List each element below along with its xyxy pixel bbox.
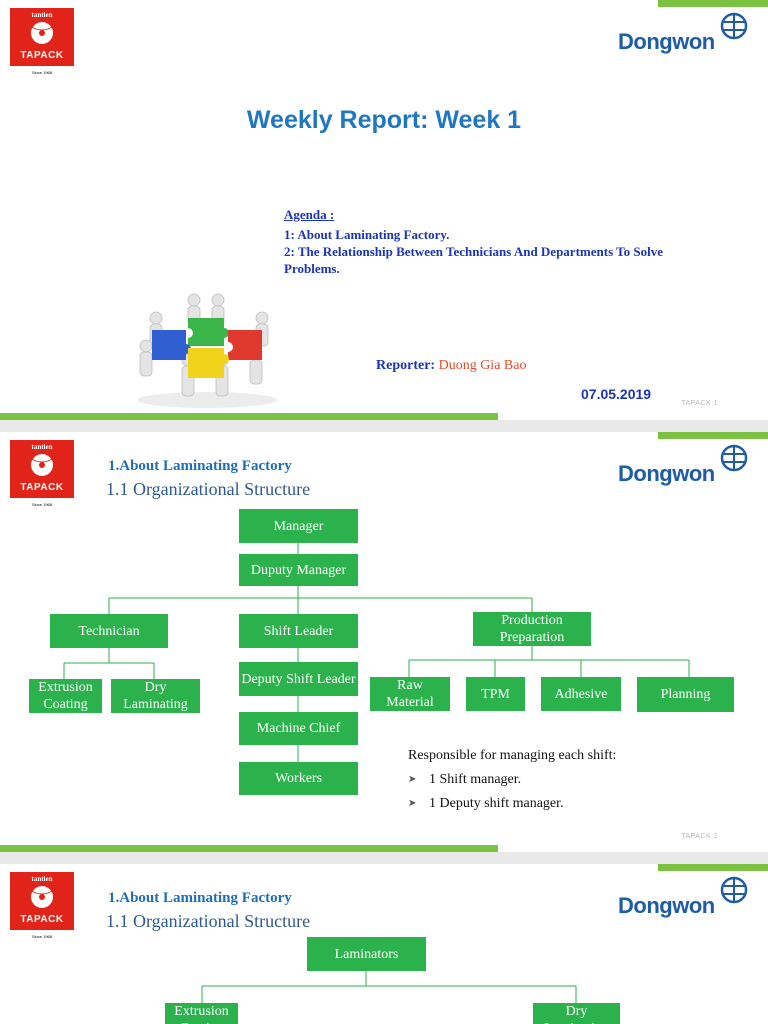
- tapack-logo-since: Since 1968: [31, 70, 52, 75]
- org-chart-connectors: [201, 971, 577, 1003]
- tapack-logo-name: TAPACK: [20, 482, 64, 493]
- org-box-planning: Planning: [637, 677, 734, 712]
- org-box-extrusion-coating: Extrusion Coating: [165, 1003, 238, 1024]
- dongwon-logo-text: Dongwon: [618, 461, 715, 486]
- accent-bar: [658, 432, 768, 439]
- org-box-deputy-shift-leader: Deputy Shift Leader: [239, 662, 358, 696]
- dongwon-logo-text: Dongwon: [618, 893, 715, 918]
- accent-bar: [0, 413, 498, 420]
- list-item: ➤ 1 Shift manager.: [408, 768, 616, 792]
- arrow-bullet-icon: ➤: [408, 774, 417, 785]
- section-title: 1.About Laminating Factory: [108, 458, 292, 474]
- tapack-logo-tagline: tantien: [31, 875, 53, 883]
- section-subtitle: 1.1 Organizational Structure: [106, 479, 311, 499]
- agenda-item: 2: The Relationship Between Technicians …: [284, 244, 663, 276]
- puzzle-people-illustration: [137, 293, 277, 408]
- org-box-dry-laminating: Dry Laminating: [111, 679, 200, 713]
- org-box-extrusion-coating: Extrusion Coating: [29, 679, 102, 713]
- org-chart-connectors: [63, 543, 690, 762]
- tapack-logo-tagline: tantien: [31, 11, 53, 19]
- reporter-label: Reporter:: [376, 358, 436, 373]
- tapack-logo: tantien TAPACK Since 1968: [10, 872, 74, 939]
- slide-separator: [0, 852, 768, 864]
- agenda-heading: Agenda :: [284, 207, 335, 222]
- org-box-deputy-manager: Duputy Manager: [239, 554, 358, 586]
- org-box-tpm: TPM: [466, 677, 525, 711]
- shift-note: Responsible for managing each shift: ➤ 1…: [408, 744, 616, 816]
- globe-icon: [720, 444, 748, 472]
- agenda-item: 1: About Laminating Factory.: [284, 227, 450, 242]
- slide-3: tantien TAPACK Since 1968 Dongwon 1.Abou…: [0, 864, 768, 1024]
- list-item: ➤ 1 Deputy shift manager.: [408, 792, 616, 816]
- dongwon-logo: Dongwon: [618, 444, 748, 488]
- list-item-text: 1 Deputy shift manager.: [429, 796, 564, 811]
- section-title: 1.About Laminating Factory: [108, 890, 292, 906]
- slide-number: TAPACK 2: [681, 833, 718, 840]
- tapack-logo-since: Since 1968: [31, 934, 52, 939]
- reporter-name: Duong Gia Bao: [438, 358, 527, 373]
- tapack-logo: tantien TAPACK Since 1968: [10, 8, 74, 75]
- org-box-manager: Manager: [239, 509, 358, 543]
- globe-icon: [720, 12, 748, 40]
- org-box-production-preparation: Production Preparation: [473, 612, 591, 646]
- tapack-logo-since: Since 1968: [31, 502, 52, 507]
- org-box-shift-leader: Shift Leader: [239, 614, 358, 648]
- accent-bar: [0, 845, 498, 852]
- org-box-adhesive: Adhesive: [541, 677, 621, 711]
- slide-separator: [0, 420, 768, 432]
- accent-bar: [658, 864, 768, 871]
- disc-icon: [31, 22, 53, 44]
- tapack-logo-name: TAPACK: [20, 914, 64, 925]
- org-box-laminators: Laminators: [307, 937, 426, 971]
- list-item-text: 1 Shift manager.: [429, 772, 522, 787]
- arrow-bullet-icon: ➤: [408, 798, 417, 809]
- slide-2: tantien TAPACK Since 1968 Dongwon 1.Abou…: [0, 432, 768, 852]
- report-date: 07.05.2019: [581, 386, 652, 402]
- org-box-dry-laminating: Dry Laminating: [533, 1003, 620, 1024]
- tapack-logo: tantien TAPACK Since 1968: [10, 440, 74, 507]
- disc-icon: [31, 886, 53, 908]
- org-box-raw-material: Raw Material: [370, 677, 450, 711]
- dongwon-logo: Dongwon: [618, 876, 748, 920]
- org-box-technician: Technician: [50, 614, 168, 648]
- tapack-logo-tagline: tantien: [31, 443, 53, 451]
- section-subtitle: 1.1 Organizational Structure: [106, 911, 311, 931]
- dongwon-logo: Dongwon: [618, 12, 748, 56]
- org-box-machine-chief: Machine Chief: [239, 712, 358, 745]
- globe-icon: [720, 876, 748, 904]
- slide-title: Weekly Report: Week 1: [246, 106, 522, 134]
- slide-1: tantien TAPACK Since 1968 Dongwon Weekly…: [0, 0, 768, 420]
- disc-icon: [31, 454, 53, 476]
- tapack-logo-name: TAPACK: [20, 50, 64, 61]
- slide-number: TAPACK 1: [681, 400, 718, 407]
- agenda: Agenda : 1: About Laminating Factory. 2:…: [284, 206, 684, 277]
- reporter: Reporter: Duong Gia Bao: [376, 358, 526, 374]
- org-box-workers: Workers: [239, 762, 358, 795]
- shift-note-heading: Responsible for managing each shift:: [408, 748, 617, 763]
- dongwon-logo-text: Dongwon: [618, 29, 715, 54]
- accent-bar: [658, 0, 768, 7]
